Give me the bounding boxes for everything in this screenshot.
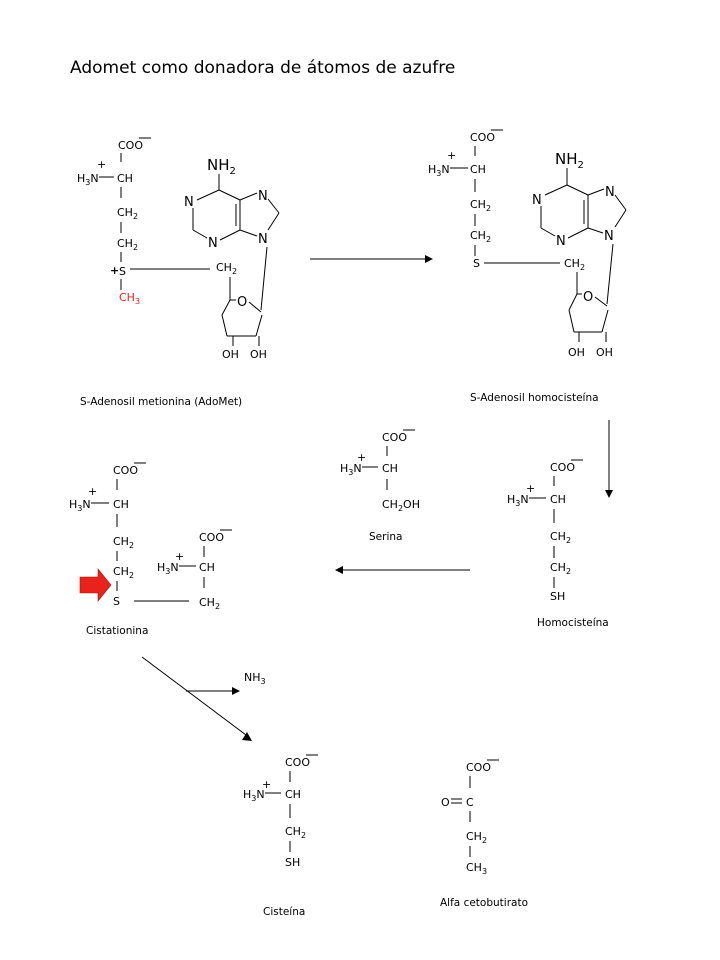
plus-charge: + [447, 149, 456, 162]
plus-charge: + [357, 451, 366, 464]
adomet-molecule: COO + H3N CH CH2 CH2 + S CH3 NH2 N N N N [77, 137, 280, 361]
h3n-label: H3N [507, 493, 529, 508]
nh2-label: NH2 [207, 156, 236, 177]
ch2-label: CH2 [564, 257, 585, 272]
ch2-label: CH2 [216, 261, 237, 276]
methyl-label: CH3 [119, 291, 140, 306]
ch2-label: CH2 [470, 198, 491, 213]
serina-molecule: COO + H3N CH CH2OH [340, 429, 420, 513]
plus-charge: + [97, 158, 106, 171]
cisteina-molecule: COO + H3N CH CH2 SH [243, 754, 318, 869]
h3n-label: H3N [243, 788, 265, 803]
s-label: S [113, 595, 120, 608]
cistationina-molecule: COO + H3N CH CH2 CH2 S COO + H3N CH CH2 [69, 462, 232, 611]
ch2oh-label: CH2OH [382, 498, 420, 513]
nh3-label: NH3 [244, 671, 266, 686]
ch2-label: CH2 [550, 561, 571, 576]
ch2-label: CH2 [199, 596, 220, 611]
ch-label: CH [550, 493, 566, 506]
s-label: S [119, 265, 126, 278]
highlight-arrow-icon [79, 568, 112, 602]
ch2-label: CH2 [470, 229, 491, 244]
ch-label: CH [470, 163, 486, 176]
compound-name-alfa-cetobutirato: Alfa cetobutirato [440, 897, 528, 909]
coo-label: COO [285, 756, 310, 769]
compound-name-cistationina: Cistationina [86, 625, 148, 637]
nh2-label: NH2 [555, 150, 584, 171]
h3n-label: H3N [157, 561, 179, 576]
n-label: N [532, 193, 542, 208]
coo-label: COO [470, 131, 495, 144]
ch-label: CH [382, 462, 398, 475]
ch2-label: CH2 [113, 565, 134, 580]
plus-charge: + [526, 482, 535, 495]
coo-label: COO [382, 431, 407, 444]
ch2-label: CH2 [285, 825, 306, 840]
coo-label: COO [199, 531, 224, 544]
ring-oxygen: O [237, 295, 247, 310]
plus-charge: + [175, 550, 184, 563]
oh-label: OH [250, 348, 267, 361]
h3n-label: H3N [428, 163, 450, 178]
ch2-label: CH2 [117, 206, 138, 221]
ring-oxygen: O [583, 290, 593, 305]
oh-label: OH [222, 348, 239, 361]
ch2-label: CH2 [466, 830, 487, 845]
page-title: Adomet como donadora de átomos de azufre [70, 58, 455, 78]
sh-label: SH [285, 856, 300, 869]
plus-charge: + [262, 778, 271, 791]
h3n-label: H3N [69, 498, 91, 513]
ch-label: CH [285, 788, 301, 801]
oh-label: OH [596, 346, 613, 359]
compound-name-cisteina: Cisteína [263, 906, 305, 918]
coo-label: COO [466, 761, 491, 774]
n-label: N [604, 229, 614, 244]
n-label: N [184, 195, 194, 210]
arrow-diagonal [141, 656, 252, 741]
homocisteina-molecule: COO + H3N CH CH2 CH2 SH [507, 459, 583, 603]
plus-charge: + [88, 485, 97, 498]
n-label: N [556, 234, 566, 249]
c-label: C [466, 796, 474, 809]
alfa-cetobutirato-molecule: COO O C CH2 CH3 [441, 759, 499, 876]
n-label: N [605, 185, 615, 200]
ch-label: CH [113, 498, 129, 511]
n-label: N [258, 189, 268, 204]
ch3-label: CH3 [466, 861, 487, 876]
sh-label: SH [550, 590, 565, 603]
n-label: N [258, 232, 268, 247]
s-label: S [473, 257, 480, 270]
sah-molecule: COO + H3N CH CH2 CH2 S NH2 N N N N CH2 [428, 129, 627, 359]
compound-name-homocisteina: Homocisteína [537, 617, 609, 629]
ch2-label: CH2 [550, 530, 571, 545]
arrow-down [605, 420, 613, 498]
arrow-left [335, 566, 470, 574]
ch-label: CH [199, 561, 215, 574]
arrow-right [310, 255, 433, 263]
ch-label: CH [117, 172, 133, 185]
coo-label: COO [550, 461, 575, 474]
ch2-label: CH2 [113, 535, 134, 550]
sulfonium-plus: + [110, 264, 119, 277]
compound-name-serina: Serina [369, 531, 402, 543]
compound-name-sah: S-Adenosil homocisteína [470, 392, 599, 404]
coo-label: COO [113, 464, 138, 477]
compound-name-adomet: S-Adenosil metionina (AdoMet) [80, 396, 242, 408]
n-label: N [208, 236, 218, 251]
oh-label: OH [568, 346, 585, 359]
ch2-label: CH2 [117, 237, 138, 252]
h3n-label: H3N [340, 462, 362, 477]
h3n-label: H3N [77, 172, 99, 187]
coo-label: COO [118, 139, 143, 152]
o-label: O [441, 796, 450, 809]
